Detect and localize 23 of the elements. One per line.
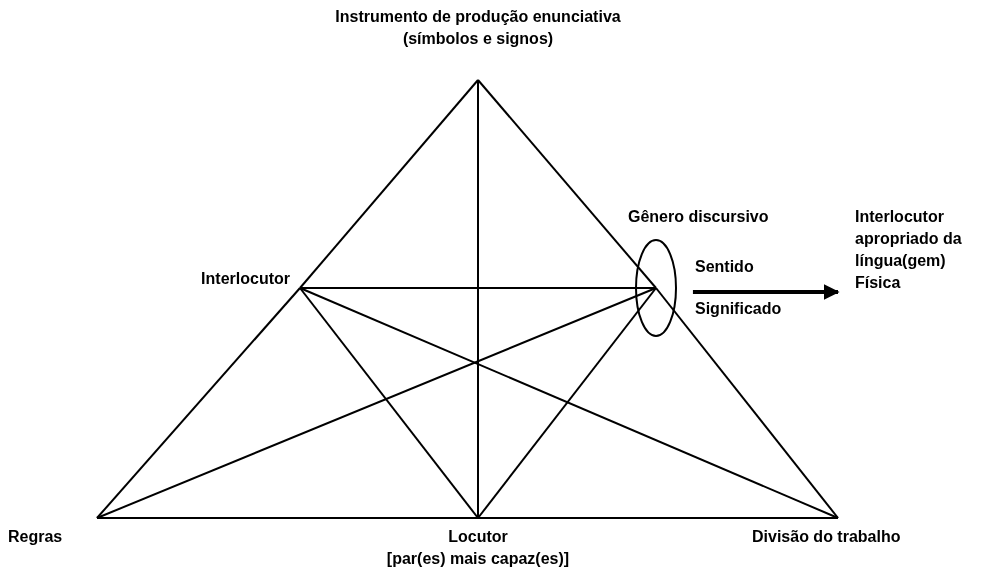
vertex-label: Interlocutor — [201, 269, 290, 289]
result-label: Interlocutor apropriado da língua(gem) Física — [855, 207, 963, 293]
line — [299, 287, 657, 289]
line — [96, 517, 479, 519]
line — [477, 517, 839, 519]
vertex-label: Regras — [8, 527, 63, 547]
line — [299, 287, 839, 519]
line — [477, 79, 479, 519]
line — [299, 287, 479, 519]
line — [655, 287, 839, 519]
vertex-label: Instrumento de produção enunciativa (símbolos e signos) — [334, 7, 622, 49]
line — [477, 79, 657, 289]
arrow — [692, 284, 840, 300]
line — [96, 287, 657, 519]
vertex-label: Divisão do trabalho — [752, 527, 901, 547]
line — [96, 287, 301, 519]
line — [477, 287, 657, 519]
vertex-label: Gênero discursivo — [628, 207, 769, 227]
line — [299, 79, 479, 289]
vertex-label: Locutor — [447, 527, 509, 547]
text-label: Significado — [695, 299, 782, 319]
vertex-label: [par(es) mais capaz(es)] — [385, 549, 571, 569]
edge-label: Sentido — [695, 257, 754, 277]
